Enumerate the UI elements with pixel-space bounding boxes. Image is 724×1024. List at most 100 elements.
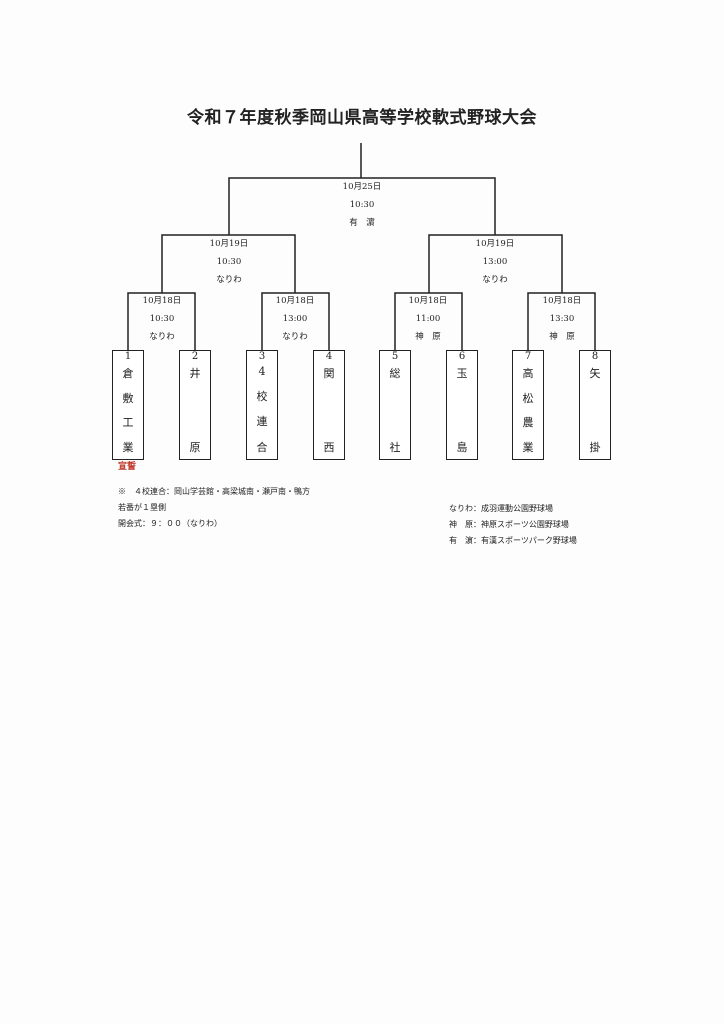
team-name-char: 掛 xyxy=(589,440,601,454)
match-date: 10月18日 xyxy=(275,296,315,306)
team-name: 関 西 xyxy=(314,362,344,455)
team-name-char: 社 xyxy=(389,440,401,454)
team-name: 高松農業 xyxy=(513,362,543,455)
final-info: 10月25日 10:30 有 濵 xyxy=(317,178,407,232)
match-venue: なりわ xyxy=(149,332,175,342)
match-time: 13:30 xyxy=(549,314,575,324)
team-name-char xyxy=(180,392,210,405)
quarter-line-4 xyxy=(527,292,596,350)
team-name-char: 合 xyxy=(256,440,268,454)
team-name-char xyxy=(580,415,610,428)
team-box: 3 4 校連合 xyxy=(246,350,278,460)
match-venue: なりわ xyxy=(216,275,242,285)
match-time: 10:30 xyxy=(216,257,242,267)
match-venue: なりわ xyxy=(282,332,308,342)
team-name-char xyxy=(180,415,210,428)
oath-label: 宣誓 xyxy=(118,462,137,472)
team-number: 8 xyxy=(591,351,599,362)
team-name-char: 総 xyxy=(389,367,401,380)
team-name-char xyxy=(447,415,477,428)
semi-left-line xyxy=(161,234,296,293)
match-date: 10月25日 xyxy=(342,182,382,192)
notes-left: ※ ４校連合：岡山学芸館・高梁城南・瀬戸南・鴨方 若番が１塁側 開会式：９：００… xyxy=(118,484,310,532)
venue-legend: なりわ：成羽運動公園野球場 xyxy=(449,504,553,513)
semi-info-2: 10月19日 13:00 なりわ xyxy=(450,235,540,289)
team-name-char xyxy=(447,392,477,405)
team-name-char: 農 xyxy=(522,416,534,430)
match-venue: 神 原 xyxy=(549,332,575,342)
quarter-info-4: 10月18日 13:30 神 原 xyxy=(517,292,607,346)
match-date: 10月18日 xyxy=(542,296,582,306)
team-name-char: 工 xyxy=(122,416,134,430)
team-name: 総 社 xyxy=(380,362,410,455)
venue-legend: 有 濵：有漢スポーツパーク野球場 xyxy=(449,536,577,545)
team-name-char: 敷 xyxy=(122,391,134,405)
final-line xyxy=(228,143,496,235)
team-number: 1 xyxy=(124,351,132,362)
match-date: 10月18日 xyxy=(142,296,182,306)
team-name-char xyxy=(314,392,344,405)
match-venue: 神 原 xyxy=(415,332,441,342)
match-time: 13:00 xyxy=(282,314,308,324)
team-number: 5 xyxy=(391,351,399,362)
team-name-char xyxy=(380,392,410,405)
match-venue: 有 濵 xyxy=(349,218,375,228)
team-name-char: 島 xyxy=(456,440,468,454)
team-name-char: 矢 xyxy=(589,367,601,380)
match-date: 10月19日 xyxy=(209,239,249,249)
match-venue: なりわ xyxy=(482,275,508,285)
team-name: 井 原 xyxy=(180,362,210,455)
quarter-line-1 xyxy=(127,292,196,350)
notes-right: なりわ：成羽運動公園野球場 神 原：神原スポーツ公園野球場 有 濵：有漢スポーツ… xyxy=(449,501,577,549)
team-name-char xyxy=(580,392,610,405)
team-name-char: 西 xyxy=(323,440,335,454)
team-name-char: 関 xyxy=(323,367,335,380)
team-name: 4 校連合 xyxy=(247,362,277,455)
quarter-line-2 xyxy=(261,292,330,350)
team-name-char: 4 xyxy=(258,365,266,378)
team-name-char: 連 xyxy=(256,415,268,429)
team-name: 玉 島 xyxy=(447,362,477,455)
team-number: 2 xyxy=(191,351,199,362)
page-title: 令和７年度秋季岡山県高等学校軟式野球大会 xyxy=(187,108,537,128)
team-name-char: 高 xyxy=(522,367,534,380)
team-name: 倉敷工業 xyxy=(113,362,143,455)
team-name-char: 玉 xyxy=(456,367,468,380)
quarter-line-3 xyxy=(394,292,463,350)
match-date: 10月18日 xyxy=(408,296,448,306)
team-number: 7 xyxy=(524,351,532,362)
quarter-info-3: 10月18日 11:00 神 原 xyxy=(383,292,473,346)
team-name-char xyxy=(314,415,344,428)
match-time: 11:00 xyxy=(415,314,441,324)
match-time: 10:30 xyxy=(149,314,175,324)
note-line: ※ ４校連合：岡山学芸館・高梁城南・瀬戸南・鴨方 xyxy=(118,487,310,496)
venue-legend: 神 原：神原スポーツ公園野球場 xyxy=(449,520,569,529)
semi-right-line xyxy=(428,234,563,293)
team-name-char: 業 xyxy=(122,440,134,454)
team-name: 矢 掛 xyxy=(580,362,610,455)
team-name-char: 原 xyxy=(189,440,201,454)
match-time: 10:30 xyxy=(349,200,375,210)
note-line: 若番が１塁側 xyxy=(118,503,166,512)
team-number: 4 xyxy=(325,351,333,362)
team-name-char: 業 xyxy=(522,440,534,454)
team-number: 6 xyxy=(458,351,466,362)
quarter-info-1: 10月18日 10:30 なりわ xyxy=(117,292,207,346)
note-line: 開会式：９：００（なりわ） xyxy=(118,519,222,528)
match-date: 10月19日 xyxy=(475,239,515,249)
team-name-char xyxy=(380,415,410,428)
team-name-char: 校 xyxy=(256,389,268,403)
team-name-char: 井 xyxy=(189,367,201,380)
quarter-info-2: 10月18日 13:00 なりわ xyxy=(250,292,340,346)
team-name-char: 倉 xyxy=(122,367,134,380)
team-number: 3 xyxy=(258,351,266,362)
